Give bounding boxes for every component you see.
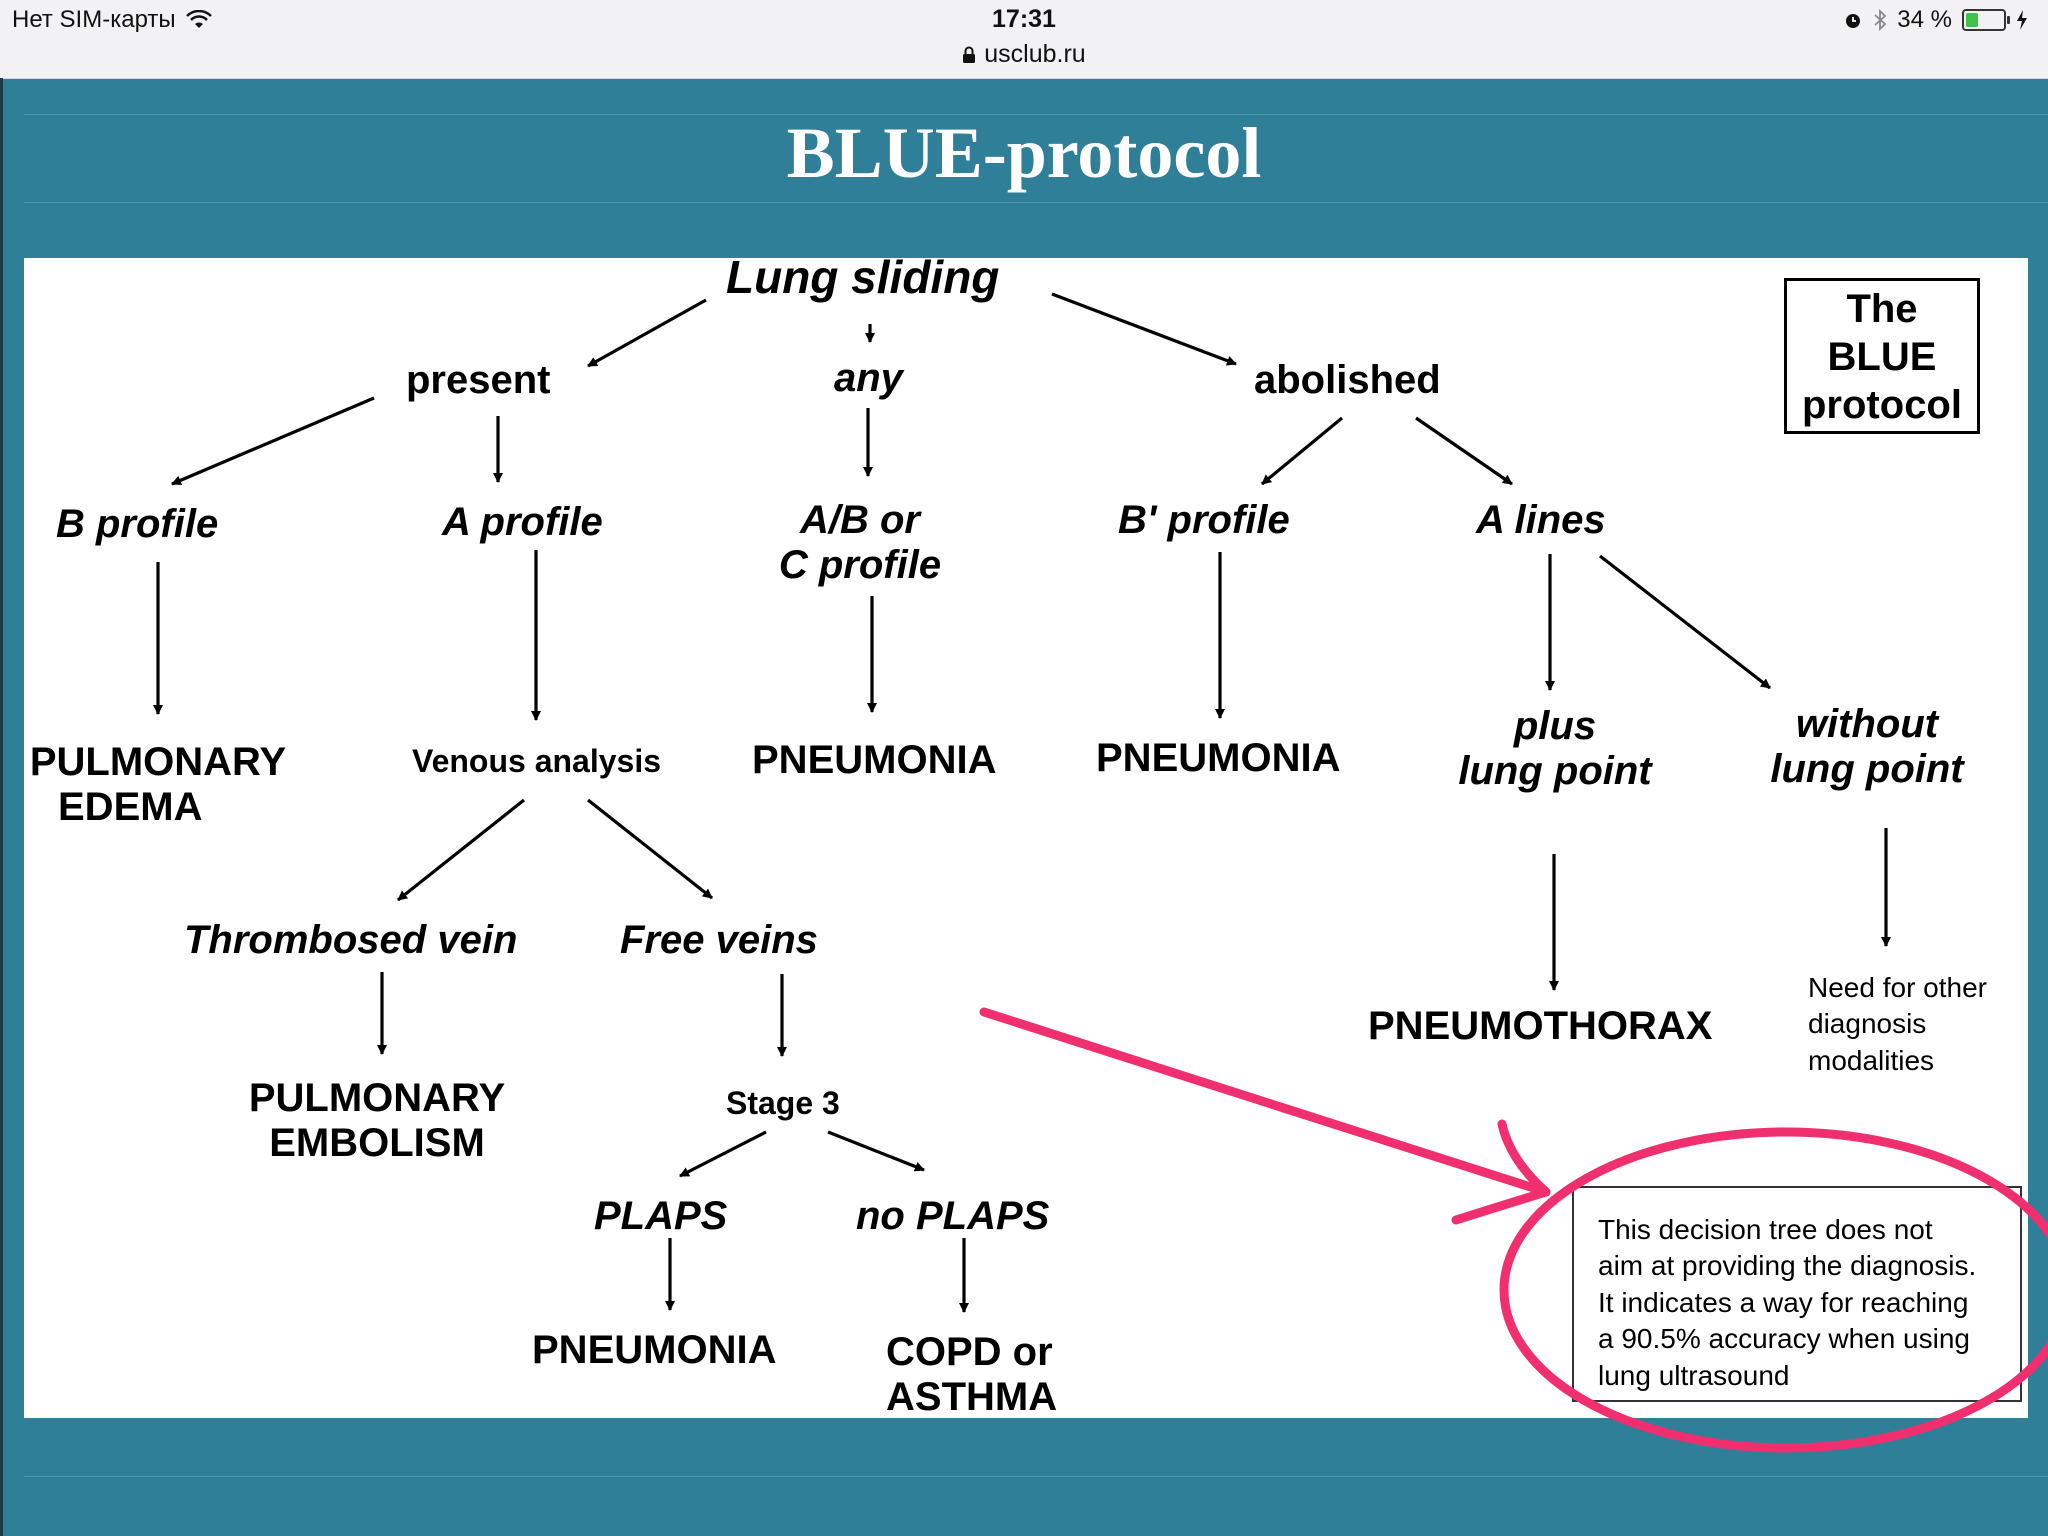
node-pulmonary-embolism-line1: PULMONARY bbox=[248, 1076, 506, 1120]
charging-icon bbox=[2017, 10, 2027, 30]
node-ab-c-profile: A/B or C profile bbox=[740, 498, 980, 588]
bluetooth-icon bbox=[1874, 9, 1887, 31]
wifi-icon bbox=[185, 10, 212, 28]
note-line: lung ultrasound bbox=[1598, 1359, 1790, 1391]
note-line: a 90.5% accuracy when using bbox=[1598, 1323, 1970, 1355]
arrow-lung-to-present bbox=[587, 298, 707, 368]
note-line: It indicates a way for reaching bbox=[1598, 1286, 1969, 1318]
alarm-icon bbox=[1846, 14, 1861, 28]
arrow-venous-to-free bbox=[587, 798, 713, 900]
status-right: 34 % bbox=[1843, 6, 2028, 34]
node-pneumonia-plaps: PNEUMONIA bbox=[532, 1328, 777, 1372]
battery-percent: 34 % bbox=[1897, 6, 1952, 33]
node-a-profile: A profile bbox=[442, 500, 603, 544]
node-present: present bbox=[406, 358, 551, 402]
carrier-label: Нет SIM-карты bbox=[12, 6, 176, 33]
slide-left-edge bbox=[0, 78, 3, 1536]
node-venous-analysis: Venous analysis bbox=[412, 743, 662, 779]
blue-protocol-box: The BLUE protocol bbox=[1784, 278, 1980, 434]
box-title-line: BLUE bbox=[1827, 335, 1937, 379]
node-pulmonary-edema: PULMONARY EDEMA bbox=[18, 740, 298, 830]
box-title-line: protocol bbox=[1802, 383, 1962, 427]
node-ab-profile-line1: A/B or bbox=[800, 498, 920, 542]
note-line: This decision tree does not bbox=[1598, 1214, 1933, 1245]
node-free-veins: Free veins bbox=[620, 918, 818, 962]
clock: 17:31 bbox=[992, 5, 1056, 33]
slide-rule bbox=[24, 114, 2048, 115]
url-text[interactable]: usclub.ru bbox=[984, 40, 1086, 68]
battery-icon bbox=[1962, 9, 2010, 31]
node-ab-profile-line2: C profile bbox=[778, 542, 942, 587]
node-without-lung-point: without lung point bbox=[1752, 702, 1982, 792]
node-lung-sliding: Lung sliding bbox=[726, 251, 1000, 303]
status-bar: Нет SIM-карты 17:31 usclub.ru 34 % bbox=[0, 0, 2048, 79]
node-pneumonia-bprime: PNEUMONIA bbox=[1096, 736, 1341, 780]
node-pulmonary-edema-line2: EDEMA bbox=[58, 784, 203, 829]
node-pulmonary-edema-line1: PULMONARY bbox=[29, 740, 287, 784]
arrow-stage3-to-noplaps bbox=[827, 1130, 925, 1172]
node-stage-3: Stage 3 bbox=[726, 1085, 840, 1121]
slide-rule bbox=[24, 1476, 2048, 1477]
annotation-arrow-shaft bbox=[979, 1007, 1551, 1197]
node-no-plaps: no PLAPS bbox=[856, 1194, 1050, 1238]
node-pulmonary-embolism: PULMONARY EMBOLISM bbox=[232, 1076, 522, 1166]
node-a-lines: A lines bbox=[1476, 498, 1606, 542]
node-pneumonia-ab: PNEUMONIA bbox=[752, 738, 997, 782]
node-bprime-profile: B' profile bbox=[1118, 498, 1290, 542]
node-copd-asthma: COPD or ASTHMA bbox=[886, 1330, 1057, 1420]
need-line: Need for other bbox=[1808, 972, 1987, 1003]
node-any: any bbox=[834, 356, 903, 400]
node-plus-lung-point: plus lung point bbox=[1440, 704, 1670, 794]
node-copd-line2: ASTHMA bbox=[886, 1374, 1058, 1419]
arrow-present-to-b bbox=[171, 396, 375, 486]
node-plus-lung-point-line2: lung point bbox=[1458, 748, 1652, 793]
node-plaps: PLAPS bbox=[594, 1194, 728, 1238]
node-thrombosed-vein: Thrombosed vein bbox=[184, 918, 518, 962]
note-line: aim at providing the diagnosis. bbox=[1598, 1250, 1977, 1282]
node-plus-lung-point-line1: plus bbox=[1513, 704, 1597, 748]
need-line: diagnosis bbox=[1808, 1008, 1927, 1040]
address-bar[interactable]: usclub.ru bbox=[0, 40, 2048, 69]
slide-title: BLUE-protocol bbox=[786, 113, 1262, 193]
node-pneumothorax: PNEUMOTHORAX bbox=[1368, 1004, 1713, 1048]
node-without-lung-point-line1: without bbox=[1795, 702, 1939, 746]
status-left: Нет SIM-карты bbox=[12, 6, 212, 34]
node-copd-line1: COPD or bbox=[886, 1330, 1053, 1374]
slide-rule bbox=[24, 202, 2048, 203]
arrow-venous-to-thrombosed bbox=[397, 798, 525, 902]
arrow-abolished-to-alines bbox=[1415, 416, 1513, 486]
node-b-profile: B profile bbox=[56, 502, 219, 546]
annotation-arrow-head bbox=[1451, 1119, 1551, 1225]
annotation-circle bbox=[1499, 1127, 2048, 1453]
arrow-alines-to-without bbox=[1599, 554, 1771, 690]
decision-tree-note: This decision tree does not aim at provi… bbox=[1572, 1186, 2022, 1402]
lock-icon bbox=[963, 46, 976, 63]
node-abolished: abolished bbox=[1254, 358, 1441, 402]
arrow-stage3-to-plaps bbox=[679, 1130, 767, 1178]
need-other-modalities: Need for other diagnosis modalities bbox=[1808, 970, 1987, 1079]
box-title-line: The bbox=[1846, 287, 1918, 331]
node-pulmonary-embolism-line2: EMBOLISM bbox=[269, 1120, 485, 1165]
arrow-abolished-to-bprime bbox=[1260, 416, 1344, 486]
node-without-lung-point-line2: lung point bbox=[1770, 746, 1964, 791]
need-line: modalities bbox=[1808, 1044, 1935, 1076]
arrow-lung-to-abolished bbox=[1051, 292, 1237, 366]
